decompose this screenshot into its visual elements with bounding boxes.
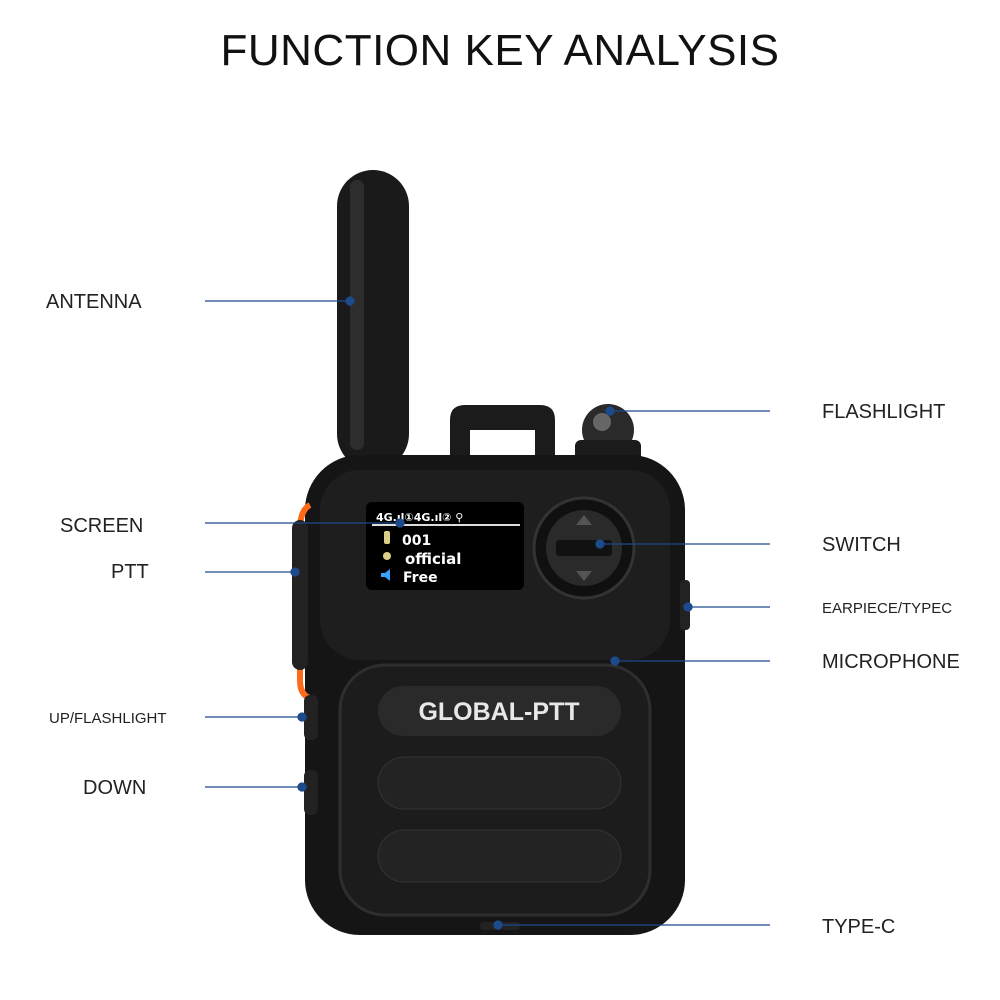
- page-title: FUNCTION KEY ANALYSIS: [220, 26, 780, 75]
- screen-channel: 001: [402, 533, 431, 549]
- speaker-icon: [381, 569, 390, 581]
- lanyard-loop: [450, 405, 555, 470]
- antenna: [337, 170, 409, 470]
- label-flashlight: FLASHLIGHT: [822, 401, 946, 423]
- label-switch: SWITCH: [822, 534, 901, 556]
- label-microphone: MICROPHONE: [822, 651, 960, 673]
- screen-state: Free: [403, 570, 438, 586]
- group-icon: [383, 552, 391, 560]
- leader-lines: [205, 296, 770, 930]
- label-up-flashlight: UP/FLASHLIGHT: [49, 710, 167, 727]
- label-antenna: ANTENNA: [46, 291, 142, 313]
- label-ptt: PTT: [111, 561, 149, 583]
- screen-group: official: [405, 550, 461, 568]
- label-earpiece: EARPIECE/TYPEC: [822, 600, 953, 617]
- ptt-button[interactable]: [292, 520, 308, 670]
- radio-icon: [384, 531, 390, 544]
- down-button[interactable]: [304, 770, 318, 815]
- label-screen: SCREEN: [60, 515, 144, 537]
- label-down: DOWN: [83, 777, 147, 799]
- up-button[interactable]: [304, 695, 318, 740]
- screen-status-bar: 4G.ıl①4G.ıl② ⚲: [376, 511, 463, 524]
- label-typec: TYPE-C: [822, 916, 896, 938]
- brand-logo: GLOBAL-PTT: [418, 698, 579, 726]
